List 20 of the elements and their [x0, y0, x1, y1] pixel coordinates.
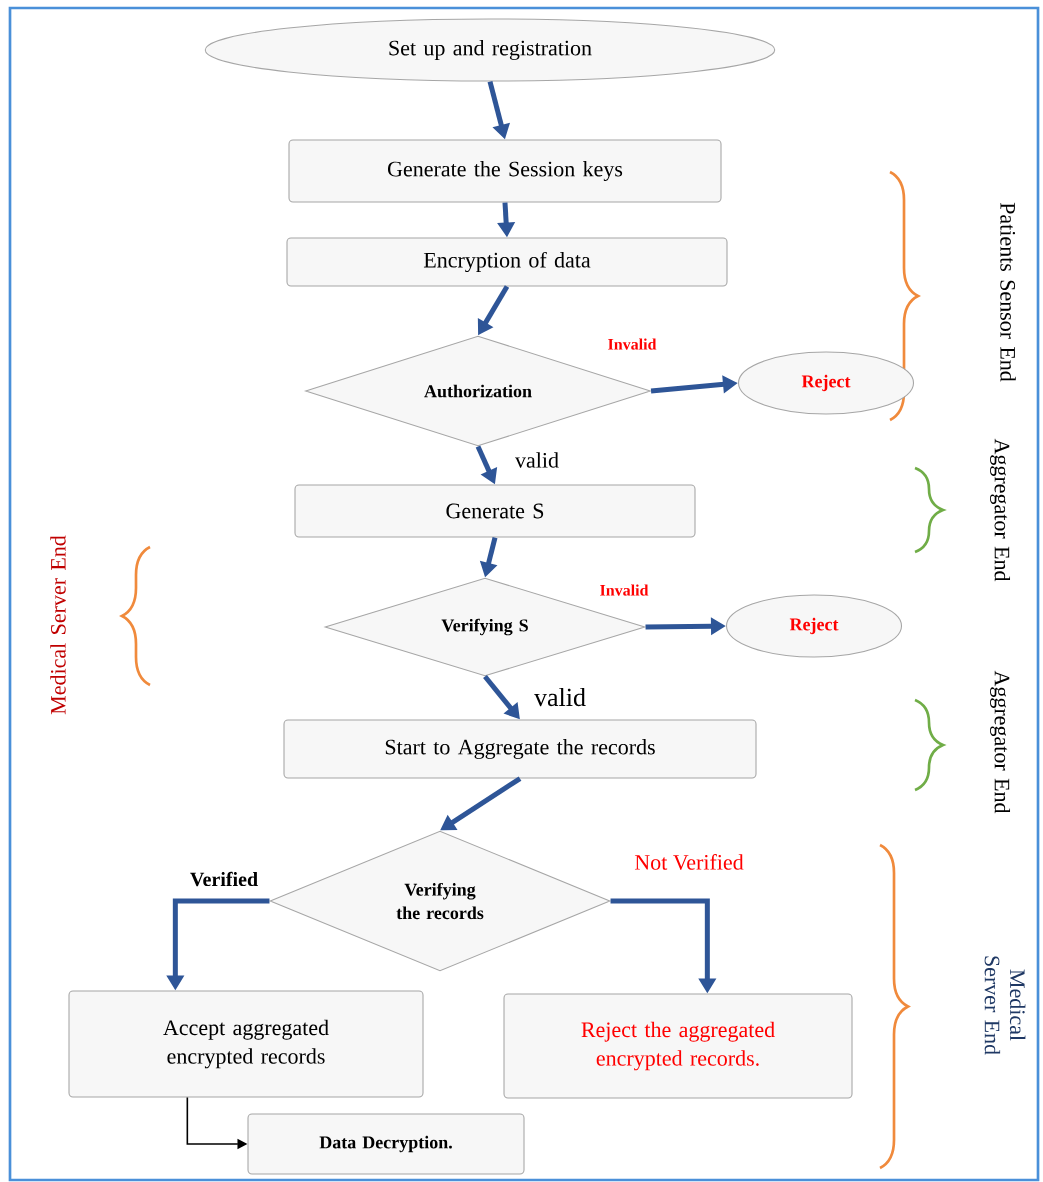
- edge-label: Verified: [188, 870, 260, 888]
- process-box: Reject the aggregated encrypted records.: [503, 993, 853, 1099]
- start-oval: Set up and registration: [204, 18, 776, 82]
- edge-label: valid: [513, 450, 561, 470]
- process-box: Generate S: [294, 484, 696, 538]
- process-box: Generate the Session keys: [288, 139, 722, 203]
- side-label: Aggregator End: [990, 438, 1010, 582]
- process-box: Accept aggregated encrypted records: [68, 990, 424, 1098]
- edge-label: Invalid: [598, 583, 650, 597]
- process-box: Encryption of data: [286, 237, 728, 287]
- side-label: Medical Server End: [984, 956, 1026, 1055]
- end-oval: Reject: [725, 594, 903, 658]
- process-box: Data Decryption.: [247, 1113, 525, 1175]
- side-label: Medical Server End: [50, 535, 66, 715]
- side-label: Aggregator End: [990, 670, 1010, 814]
- end-oval: Reject: [737, 351, 915, 415]
- edge-label: valid: [532, 686, 588, 708]
- side-label: Patients Sensor End: [1000, 202, 1016, 382]
- process-box: Start to Aggregate the records: [283, 719, 757, 779]
- edge-label: Not Verified: [633, 852, 745, 872]
